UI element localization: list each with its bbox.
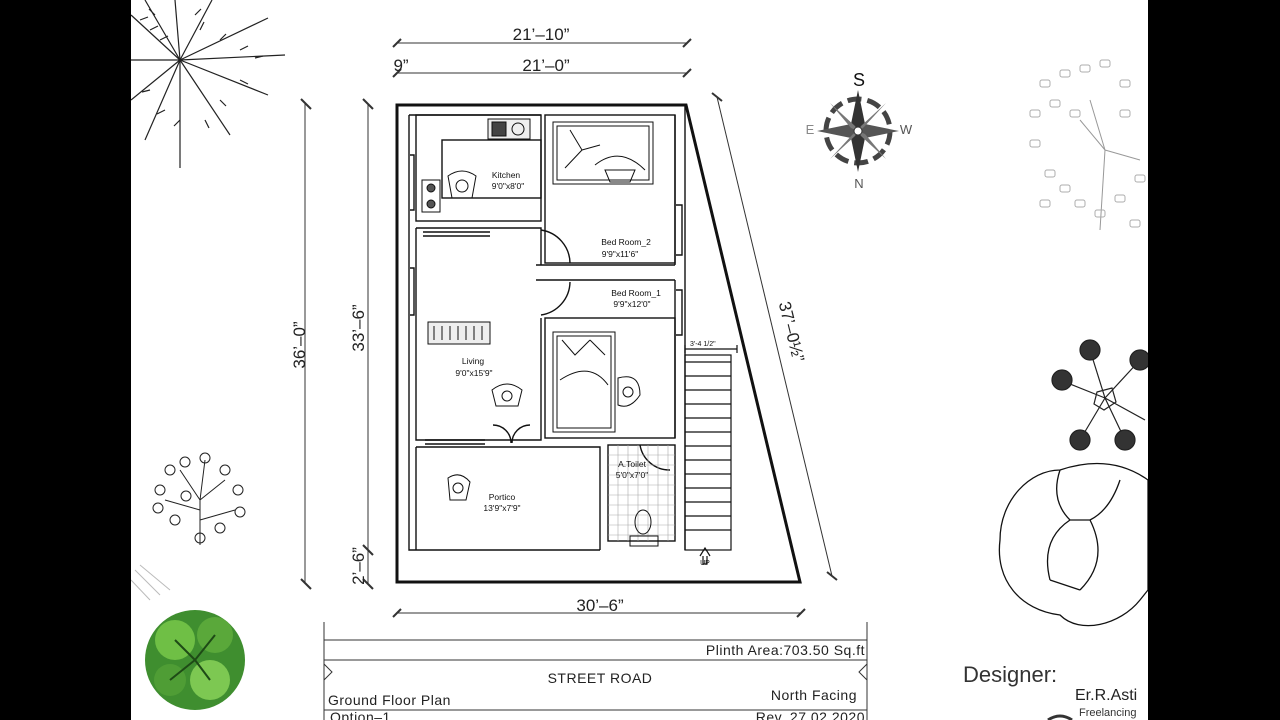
chair-icon bbox=[491, 383, 523, 407]
stair-width-label: 3'-4 1/2" bbox=[690, 341, 716, 348]
designer-tagline: Freelancing bbox=[1079, 707, 1136, 719]
person-chair-icon bbox=[447, 170, 477, 199]
designer-label: Designer: bbox=[963, 662, 1057, 687]
logo-arc-icon bbox=[1047, 714, 1073, 720]
room-portico-size: 13'9"x7'9" bbox=[483, 503, 520, 513]
plan-name-text: Ground Floor Plan bbox=[328, 692, 451, 708]
title-block bbox=[323, 622, 868, 720]
dim-bottom: 30’–6” bbox=[576, 596, 624, 615]
dim-right-diagonal: 37’–0½” bbox=[775, 300, 808, 365]
dim-left-bottom: 2’–6” bbox=[349, 547, 368, 585]
dim-left-outer: 36’–0” bbox=[290, 321, 309, 369]
bed-1-icon bbox=[552, 331, 616, 433]
dim-top-outer: 21’–10” bbox=[513, 25, 570, 44]
sofa-icon bbox=[427, 321, 491, 345]
room-bed1-size: 9'9"x12'0" bbox=[613, 299, 650, 309]
drawing-canvas: S N E W 21’–10” 21’–0” 9” 36’–0” 33’–6” … bbox=[131, 0, 1148, 720]
compass-rose-icon bbox=[817, 90, 899, 172]
room-kitchen-name: Kitchen bbox=[492, 170, 521, 180]
room-bed1-name: Bed Room_1 bbox=[611, 288, 661, 298]
floor-plan-drawing: S N E W 21’–10” 21’–0” 9” 36’–0” 33’–6” … bbox=[131, 0, 1148, 720]
room-toilet-name: A.Toilet bbox=[618, 459, 647, 469]
outer-boundary bbox=[395, 103, 802, 584]
room-living-size: 9'0"x15'9" bbox=[455, 368, 492, 378]
tree-sketch-icon bbox=[1029, 59, 1146, 231]
room-kitchen-size: 9'0"x8'0" bbox=[492, 181, 524, 191]
street-road-text: STREET ROAD bbox=[548, 670, 653, 686]
dim-top-inner: 21’–0” bbox=[522, 56, 570, 75]
option-text: Option–1 bbox=[330, 709, 391, 720]
interior-walls bbox=[408, 105, 686, 551]
compass-east-label: E bbox=[806, 122, 815, 137]
room-bed2-size: 9'9"x11'6" bbox=[602, 249, 639, 259]
dim-left-inner: 33’–6” bbox=[349, 304, 368, 352]
shrub-icon bbox=[152, 452, 246, 545]
wc-icon bbox=[629, 509, 659, 547]
room-toilet-size: 5'0"x7'0" bbox=[616, 470, 648, 480]
stove-icon bbox=[421, 179, 441, 213]
bed-2-icon bbox=[552, 121, 654, 185]
room-living-name: Living bbox=[462, 356, 484, 366]
staircase bbox=[684, 345, 738, 565]
toilet-tiles bbox=[608, 445, 675, 541]
palm-tree-icon bbox=[131, 0, 286, 168]
room-portico-name: Portico bbox=[489, 492, 516, 502]
compass-west-label: W bbox=[900, 122, 913, 137]
tree-outline-icon bbox=[998, 462, 1148, 627]
compass-north-label: N bbox=[854, 176, 863, 191]
compass-south-label: S bbox=[853, 70, 865, 90]
armchair-icon bbox=[617, 376, 641, 407]
plinth-area-text: Plinth Area:703.50 Sq.ft bbox=[706, 642, 865, 658]
dimension-lines bbox=[300, 38, 838, 618]
green-bush-icon bbox=[131, 564, 245, 710]
revision-text: Rev. 27.02.2020 bbox=[756, 709, 865, 720]
portico-chair-icon bbox=[447, 474, 471, 501]
facing-text: North Facing bbox=[771, 687, 857, 703]
dim-top-offset: 9” bbox=[393, 56, 408, 75]
stair-up-label: UP bbox=[700, 560, 710, 567]
room-bed2-name: Bed Room_2 bbox=[601, 237, 651, 247]
flower-tree-icon bbox=[1051, 339, 1148, 451]
designer-name: Er.R.Asti bbox=[1075, 687, 1137, 704]
kitchen-sink-icon bbox=[487, 118, 531, 140]
